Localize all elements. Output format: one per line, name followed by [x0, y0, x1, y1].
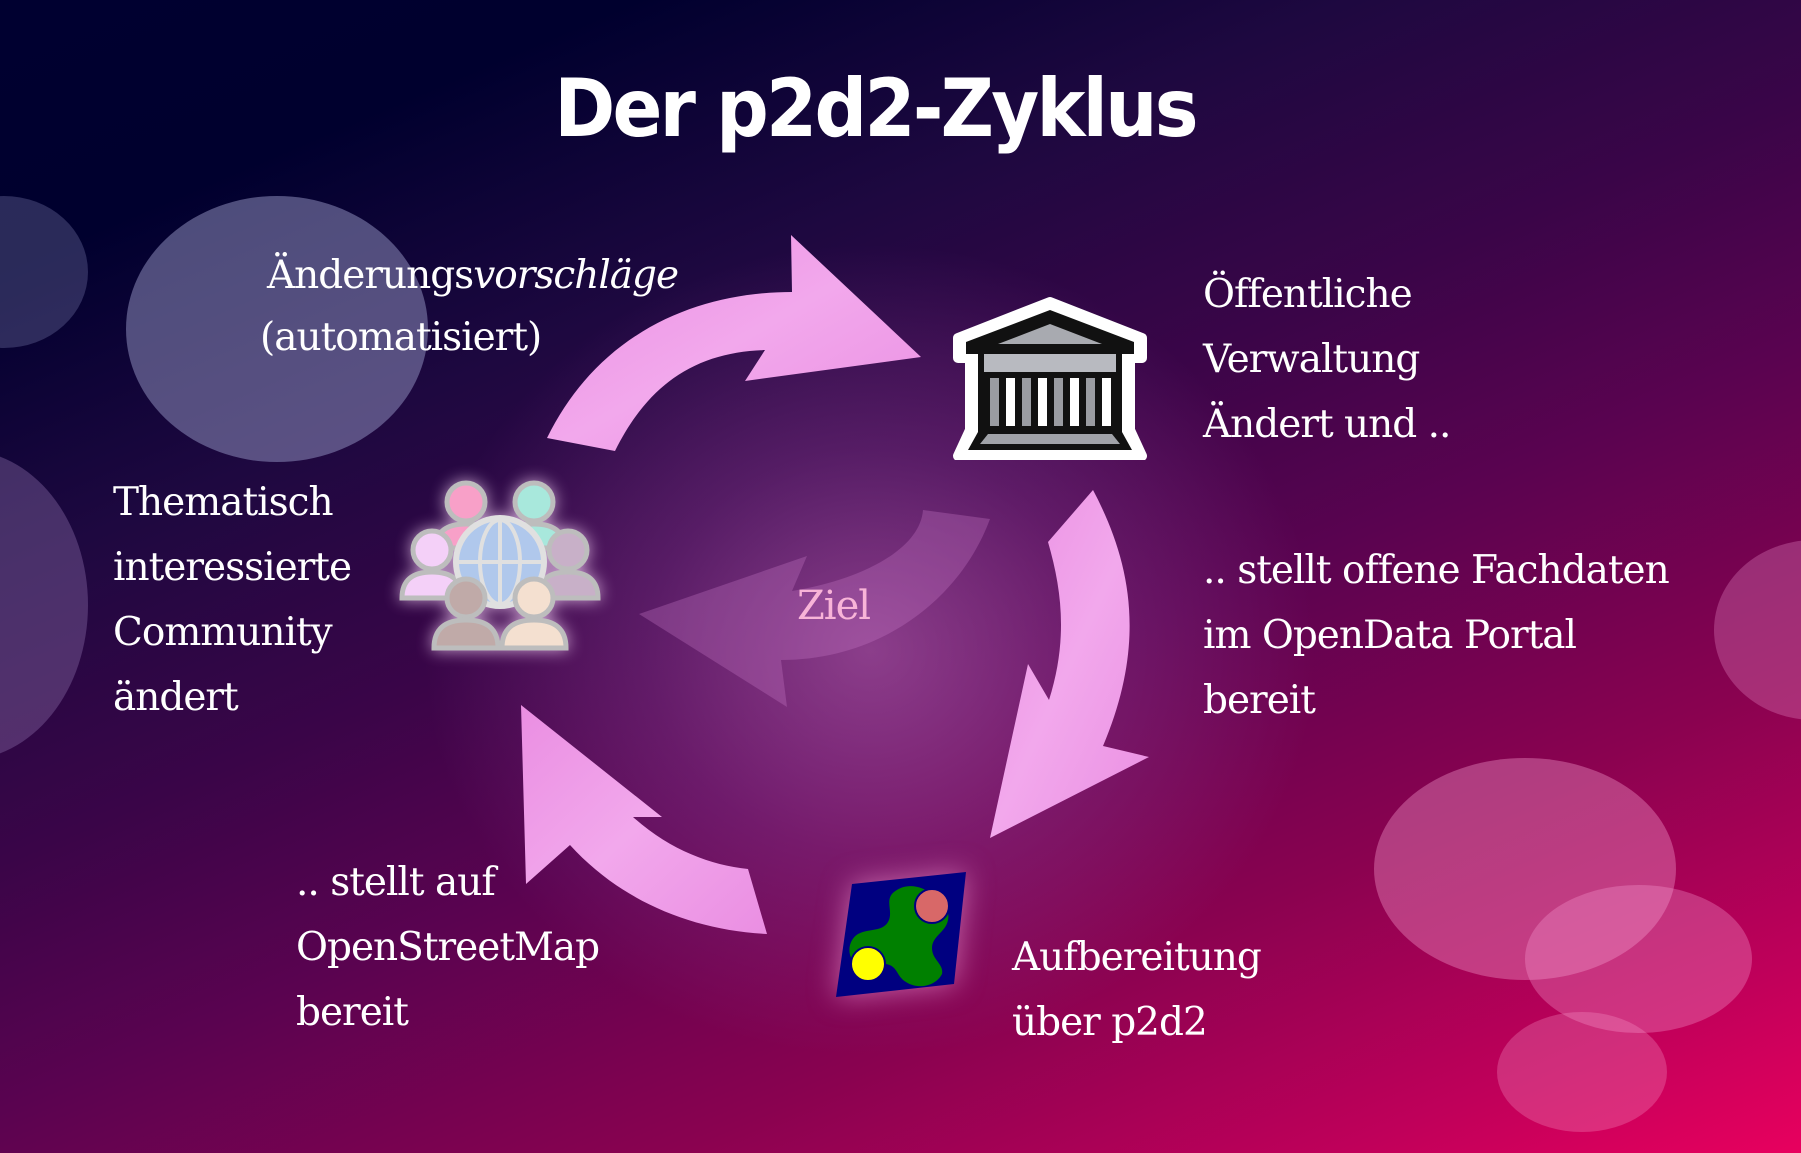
page-title: Der p2d2-Zyklus — [554, 62, 1198, 155]
opendata-label: .. stellt offene Fachdaten im OpenData P… — [1203, 538, 1670, 733]
administration-line: Ändert und .. — [1203, 402, 1451, 447]
osm-line: OpenStreetMap — [296, 925, 600, 970]
community-line: Thematisch — [113, 480, 334, 525]
community-line: ändert — [113, 675, 239, 720]
goal-arrow-icon — [639, 510, 990, 707]
opendata-line: im OpenData Portal — [1203, 613, 1577, 658]
arrow-administration-to-processing — [990, 490, 1149, 838]
administration-label: Öffentliche Verwaltung Ändert und .. — [1203, 262, 1451, 457]
administration-line: Verwaltung — [1203, 337, 1420, 382]
bubble-decoration — [126, 196, 428, 462]
goal-label: Ziel — [797, 583, 871, 629]
arrow-community-to-administration — [547, 235, 921, 451]
administration-line: Öffentliche — [1203, 272, 1413, 317]
proposals-italic: vorschläge — [473, 253, 679, 298]
government-building-icon — [953, 297, 1147, 460]
proposals-line2: (automatisiert) — [260, 315, 542, 360]
bubble-decoration — [1497, 1012, 1667, 1132]
p2d2-logo-icon — [836, 872, 966, 997]
processing-label: Aufbereitung über p2d2 — [1012, 925, 1262, 1055]
opendata-line: .. stellt offene Fachdaten — [1203, 548, 1670, 593]
community-label: Thematisch interessierte Community änder… — [113, 470, 352, 730]
community-line: Community — [113, 610, 333, 655]
osm-line: bereit — [296, 990, 409, 1035]
processing-line: Aufbereitung — [1012, 935, 1262, 980]
bubble-decoration — [1525, 885, 1752, 1033]
osm-line: .. stellt auf — [296, 860, 496, 905]
proposals-label: Änderungsvorschläge (automatisiert) — [260, 245, 679, 369]
community-globe-icon — [399, 480, 601, 651]
community-line: interessierte — [113, 545, 352, 590]
bubble-decoration — [1374, 758, 1676, 980]
opendata-line: bereit — [1203, 678, 1316, 723]
arrow-processing-to-community — [521, 705, 767, 934]
proposals-regular: Änderungs — [267, 253, 474, 298]
processing-line: über p2d2 — [1012, 1000, 1208, 1045]
osm-label: .. stellt auf OpenStreetMap bereit — [296, 850, 600, 1045]
